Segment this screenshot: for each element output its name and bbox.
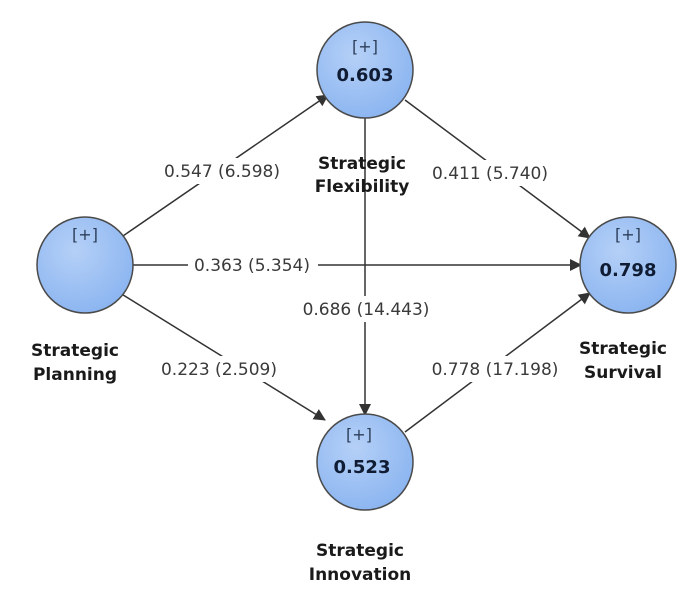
path-labels: 0.547 (6.598) 0.411 (5.740) 0.363 (5.354… (152, 158, 566, 382)
node-name-survival-line2: Survival (584, 363, 662, 383)
node-strategic-innovation[interactable]: [+] 0.523 Strategic Innovation (309, 413, 414, 585)
node-name-innovation-line1: Strategic (316, 541, 404, 561)
node-name-survival-line1: Strategic (579, 339, 667, 359)
r-squared-flexibility: 0.603 (337, 65, 394, 86)
path-label-planning-to-innovation: 0.223 (2.509) (161, 360, 277, 380)
path-label-planning-to-flexibility: 0.547 (6.598) (164, 162, 280, 182)
node-strategic-planning[interactable]: [+] Strategic Planning (31, 216, 134, 385)
expand-marker-innovation[interactable]: [+] (346, 425, 372, 444)
path-label-planning-to-survival: 0.363 (5.354) (194, 256, 310, 276)
node-circle-survival[interactable] (579, 216, 677, 314)
node-name-innovation-line2: Innovation (309, 565, 412, 585)
label-bg-planning-flexibility (156, 158, 288, 184)
node-name-flexibility-line1: Strategic (318, 154, 406, 174)
r-squared-survival: 0.798 (600, 260, 657, 281)
expand-marker-planning[interactable]: [+] (72, 225, 98, 244)
expand-marker-flexibility[interactable]: [+] (352, 37, 378, 56)
r-squared-innovation: 0.523 (334, 457, 391, 478)
node-circle-flexibility[interactable] (316, 21, 414, 119)
node-name-planning-line2: Planning (33, 365, 117, 385)
node-name-planning-line1: Strategic (31, 341, 119, 361)
label-bg-flexibility-innovation (296, 296, 436, 322)
path-label-innovation-to-survival: 0.778 (17.198) (432, 360, 559, 380)
node-circle-innovation[interactable] (316, 413, 414, 511)
node-name-flexibility-line2: Flexibility (315, 177, 410, 197)
label-bg-innovation-survival (424, 356, 566, 382)
node-strategic-survival[interactable]: [+] 0.798 Strategic Survival (579, 216, 677, 383)
path-label-flexibility-to-survival: 0.411 (5.740) (432, 164, 548, 184)
expand-marker-survival[interactable]: [+] (615, 225, 641, 244)
label-bg-flexibility-survival (426, 160, 554, 186)
node-circle-planning[interactable] (36, 216, 134, 314)
label-bg-planning-innovation (152, 356, 286, 382)
node-strategic-flexibility[interactable]: [+] 0.603 Strategic Flexibility (315, 21, 414, 197)
label-bg-planning-survival (188, 252, 318, 278)
path-label-flexibility-to-innovation: 0.686 (14.443) (303, 300, 430, 320)
